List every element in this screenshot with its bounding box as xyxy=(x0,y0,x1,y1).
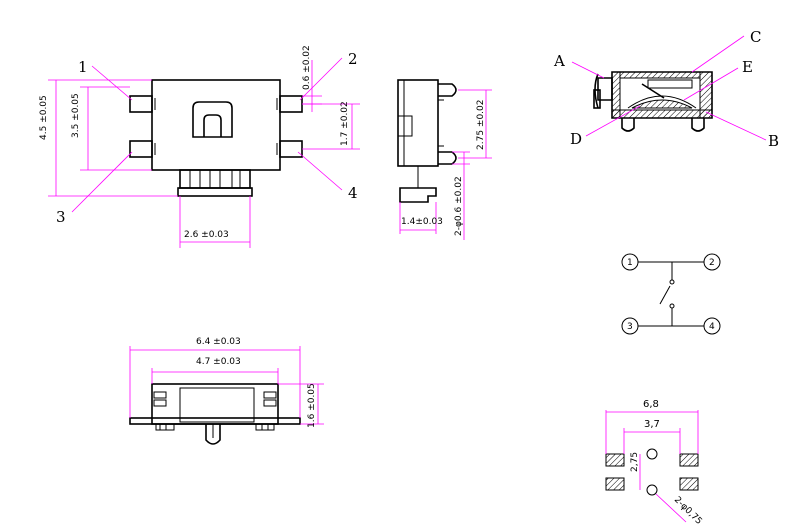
pad xyxy=(679,477,699,491)
dim-lead-width: 0.6 ±0.02 xyxy=(302,45,312,90)
lead-2 xyxy=(279,95,303,113)
dim-height: 1.6 ±0.05 xyxy=(307,383,317,428)
pcb-layout: 6,8 3,7 2,75 2-φ0,75 xyxy=(605,399,704,527)
svg-text:1: 1 xyxy=(627,258,633,268)
dim-actuator-width: 2.6 ±0.03 xyxy=(184,230,229,240)
label-D: D xyxy=(570,130,582,148)
label-C: C xyxy=(750,28,761,46)
callout-2: 2 xyxy=(348,50,358,68)
lead-3 xyxy=(129,140,153,158)
dim-lead-pitch: 1.7 ±0.02 xyxy=(340,101,350,146)
mount-hole xyxy=(646,484,658,496)
dim-hole-pitch: 2,75 xyxy=(630,452,640,472)
section-view: A B C D E xyxy=(553,28,779,150)
pad xyxy=(605,453,625,467)
dim-overall-width: 6.4 ±0.03 xyxy=(196,337,241,347)
dim-pin-pitch: 3.5 ±0.05 xyxy=(71,93,81,138)
callout-4: 4 xyxy=(348,184,358,202)
front-view: 4.5 ±0.05 3.5 ±0.05 0.6 ±0.02 1.7 ±0.02 … xyxy=(39,45,360,248)
switch-body xyxy=(151,79,281,171)
svg-text:3: 3 xyxy=(627,322,633,332)
dim-body-width: 4.7 ±0.03 xyxy=(196,357,241,367)
side-view: 2.75 ±0.02 2-φ0.6 ±0.02 1.4±0.03 xyxy=(397,79,492,240)
post-lower xyxy=(438,151,457,165)
schematic: 1 2 3 4 xyxy=(621,253,721,335)
dim-post-dia: 2-φ0.6 ±0.02 xyxy=(454,176,464,236)
svg-text:4: 4 xyxy=(709,322,715,332)
bottom-plunger xyxy=(205,424,221,445)
callout-1: 1 xyxy=(78,58,88,76)
svg-text:2: 2 xyxy=(709,258,715,268)
section-actuator xyxy=(597,77,613,101)
switch-contact xyxy=(659,285,671,305)
dim-pad-outer: 6,8 xyxy=(643,399,659,410)
mount-hole xyxy=(646,448,658,460)
label-E: E xyxy=(742,58,753,76)
label-A: A xyxy=(553,52,565,70)
bottom-view: 6.4 ±0.03 4.7 ±0.03 1.6 ±0.05 xyxy=(129,337,324,445)
callout-3: 3 xyxy=(56,208,66,226)
dim-overall-height: 4.5 ±0.05 xyxy=(39,95,49,140)
dim-post-pitch: 2.75 ±0.02 xyxy=(476,100,486,150)
actuator-outline xyxy=(192,101,233,138)
pad xyxy=(679,453,699,467)
pad xyxy=(605,477,625,491)
dim-pad-inner: 3,7 xyxy=(644,419,660,430)
dim-hole-dia: 2-φ0,75 xyxy=(672,495,704,527)
post-upper xyxy=(438,83,457,97)
lead-1 xyxy=(129,95,153,113)
dim-actuator-travel: 1.4±0.03 xyxy=(401,217,443,227)
label-B: B xyxy=(768,132,779,150)
lead-4 xyxy=(279,140,303,158)
side-actuator xyxy=(399,187,437,203)
